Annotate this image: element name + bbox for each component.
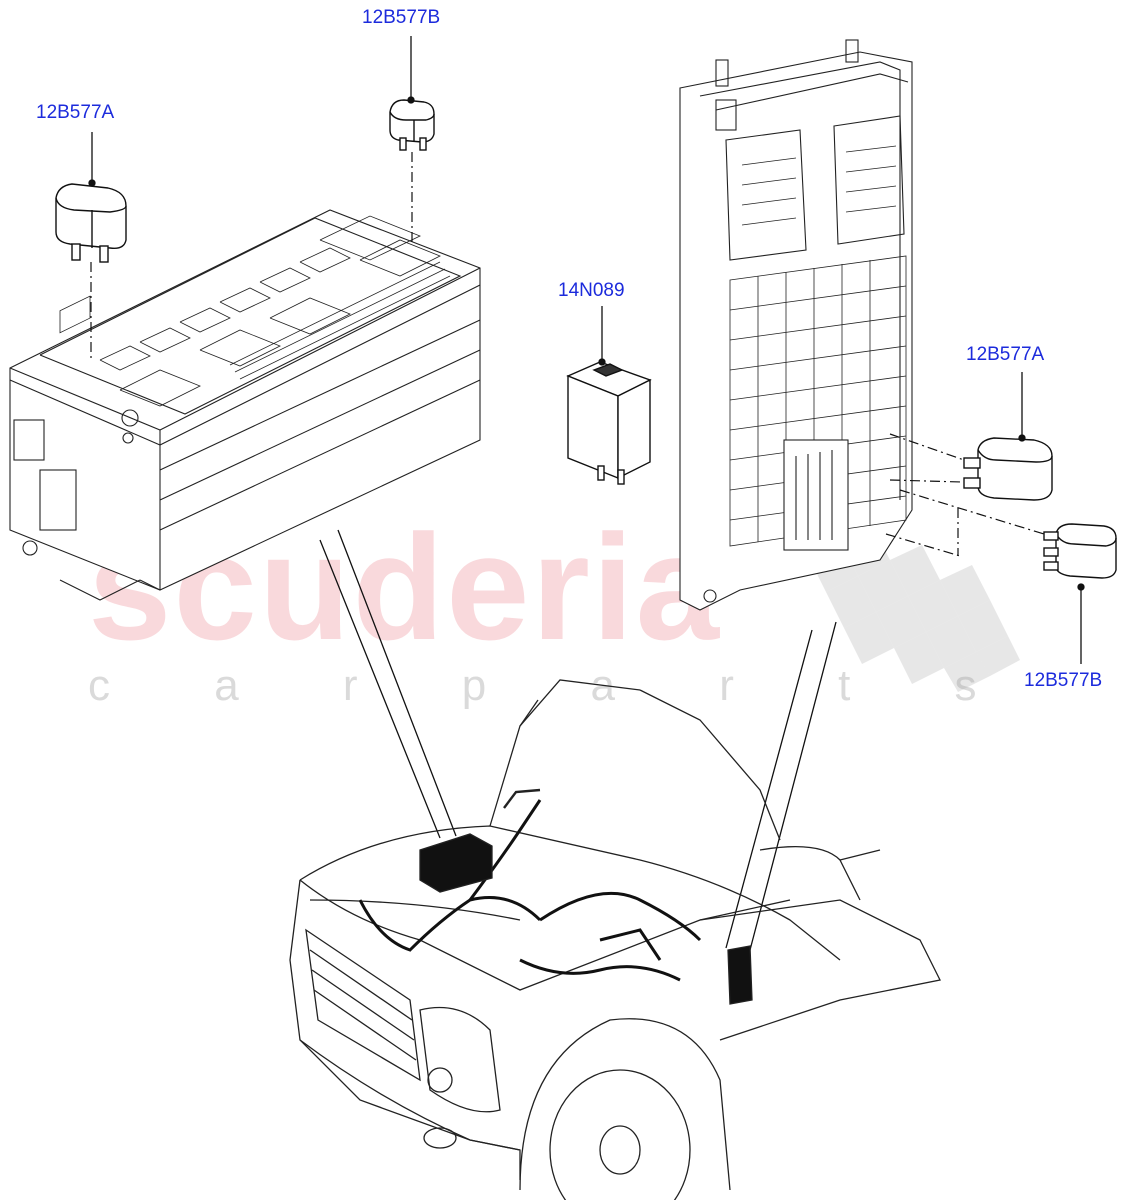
relay-12b577a-right[interactable]: [963, 437, 1053, 501]
relay-12b577b-right[interactable]: [1043, 523, 1117, 579]
callout-12b577b-top[interactable]: 12B577B: [362, 7, 441, 28]
relay-12b577a-left[interactable]: [55, 183, 127, 263]
cabin-fuse-box[interactable]: [679, 39, 913, 611]
callout-12b577b-right[interactable]: 12B577B: [1024, 670, 1103, 691]
callout-14n089[interactable]: 14N089: [558, 280, 625, 301]
callout-12b577a-right[interactable]: 12B577A: [966, 344, 1045, 365]
watermark-tagline: c a r p a r t s: [88, 661, 1023, 710]
mounting-lines: [90, 152, 1045, 557]
callout-12b577a-left[interactable]: 12B577A: [36, 102, 115, 123]
engine-fuse-box[interactable]: [9, 209, 481, 601]
vehicle-illustration: [289, 679, 941, 1200]
relay-12b577b-top[interactable]: [389, 99, 435, 151]
module-14n089[interactable]: [566, 361, 652, 485]
